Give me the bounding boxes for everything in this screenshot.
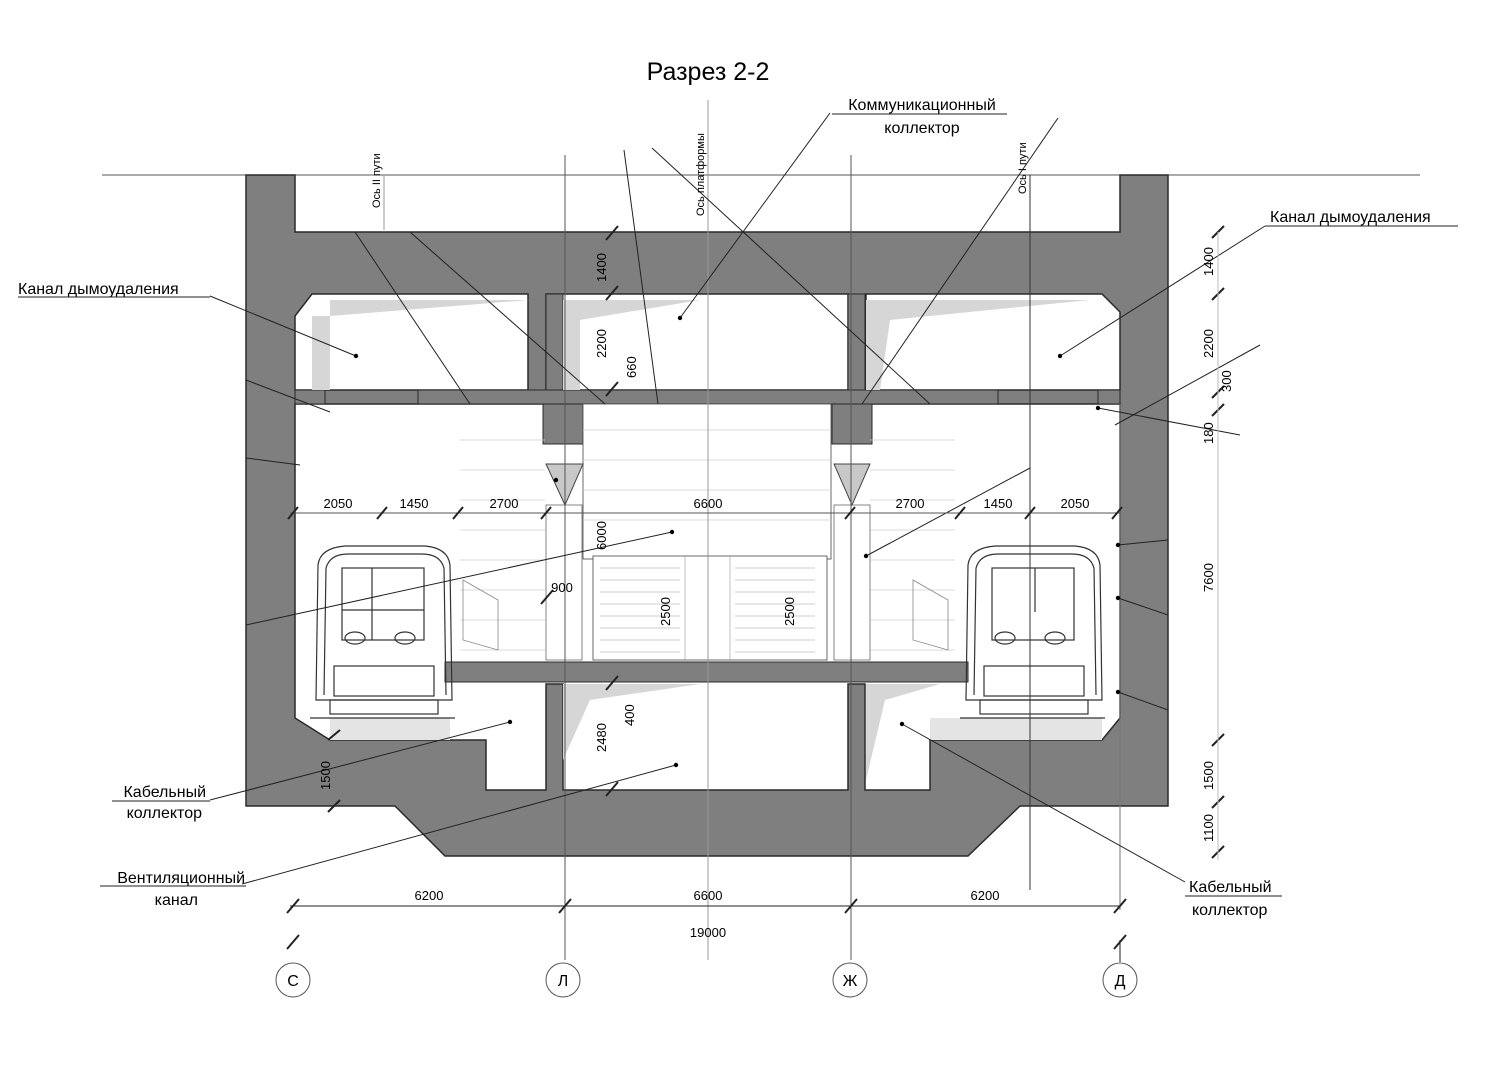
dim-6000: 6000 [594,521,609,550]
callout-vent-line2: канал [155,892,198,909]
dim-180: 180 [1201,422,1216,444]
shadow [330,300,530,316]
dim-1400-right: 1400 [1201,247,1216,276]
shadow [312,316,330,390]
dim-1450-left: 1450 [400,496,429,511]
callout-vent-line1: Вентиляционный [117,870,245,887]
slab-segment [294,389,326,405]
dim-2200-right: 2200 [1201,329,1216,358]
axis-bubble-l-label: Л [558,973,569,990]
dim-2700-left: 2700 [490,496,519,511]
dim-6600-bottom: 6600 [694,888,723,903]
shadow [330,718,450,740]
shadow [866,684,940,780]
callout-comm-line2: коллектор [884,120,960,137]
dim-7600: 7600 [1201,563,1216,592]
shadow [866,300,1090,390]
axis-bubble-l: Л [545,962,581,998]
dimension-chain-right [1211,225,1225,860]
axis-bubble-d: Д [1102,962,1138,998]
dim-2700-right: 2700 [896,496,925,511]
axis-bubble-s-label: С [287,973,299,990]
callout-smoke-right: Канал дымоудаления [1270,209,1431,226]
axis-bubble-s: С [275,962,311,998]
shadow [563,300,700,390]
pillar [847,293,866,391]
dim-1500-right: 1500 [1201,761,1216,790]
platform-axis-label: Ось платформы [695,133,707,216]
dim-2480: 2480 [594,723,609,752]
callout-smoke-left: Канал дымоудаления [18,281,179,298]
dim-6200-left: 6200 [415,888,444,903]
dim-1500-left: 1500 [318,761,333,790]
leader-dots [353,315,1121,768]
dim-1100: 1100 [1201,814,1216,842]
axis-bubble-zh: Ж [832,962,868,998]
platform [444,403,969,683]
dim-6200-right: 6200 [971,888,1000,903]
dim-660: 660 [624,356,639,378]
dimension-ticks-center [327,225,619,813]
dim-1400-mid: 1400 [594,253,609,282]
train-right [960,545,1105,719]
grid-axis-lines [383,100,1121,960]
dim-300: 300 [1219,370,1234,392]
dim-2500-b: 2500 [782,597,797,626]
dimension-chain-bottom [286,898,1127,962]
axis-bubble-d-label: Д [1115,973,1126,990]
drawing-title: Разрез 2-2 [647,58,770,86]
callout-cable-right-line1: Кабельный [1189,879,1272,896]
dim-2200-mid: 2200 [594,329,609,358]
slab-segment [1097,389,1121,405]
callout-comm-line1: Коммуникационный [848,97,996,114]
column-head-left [542,403,584,445]
callout-cable-left-line2: коллектор [127,805,203,822]
dim-900: 900 [551,580,573,595]
axis-bubble-zh-label: Ж [843,973,858,990]
shadow [563,684,700,760]
dim-6600-mid: 6600 [694,496,723,511]
callout-cable-right-line2: коллектор [1192,902,1268,919]
column-head-right [831,403,873,445]
leader-lines [209,112,1266,885]
dim-19000-total: 19000 [690,925,726,940]
dim-400: 400 [622,704,637,726]
callout-cable-left-line1: Кабельный [123,784,206,801]
track-1-axis-label: Ось I пути [1017,142,1029,194]
dim-1450-right: 1450 [984,496,1013,511]
dim-2050-right: 2050 [1061,496,1090,511]
dimension-chain-top [287,506,1123,520]
track-2-axis-label: Ось II пути [371,153,383,208]
train-left [310,545,455,719]
dim-2050-left: 2050 [324,496,353,511]
dim-2500-a: 2500 [658,597,673,626]
shadow [930,718,1102,740]
pillar [545,293,564,391]
